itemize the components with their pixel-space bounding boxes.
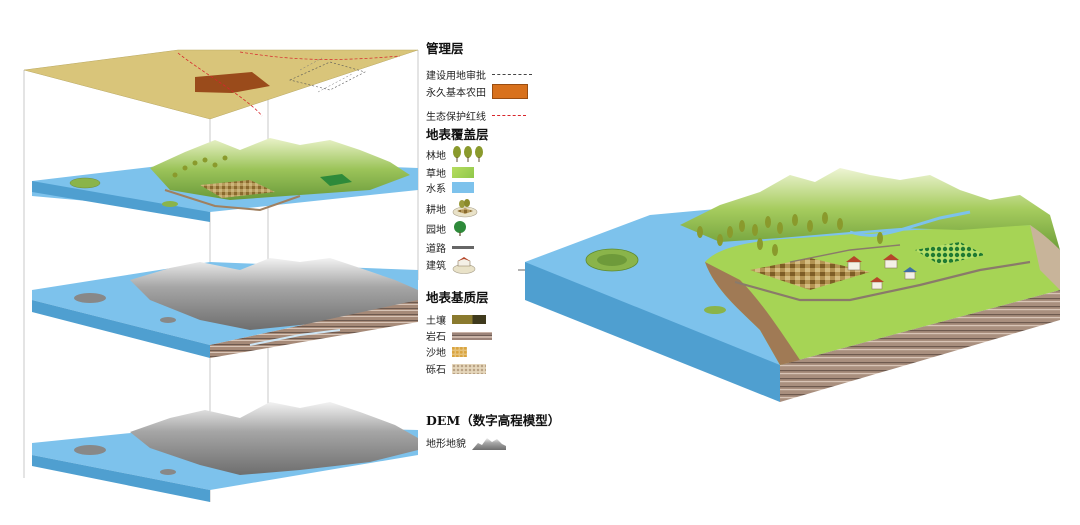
legend-item-ecological-redline: 生态保护红线 <box>426 108 526 123</box>
management-layer <box>23 49 419 120</box>
legend-item-water: 水系 <box>426 180 474 195</box>
orchard-icon <box>454 221 466 236</box>
construction-approval-line <box>289 61 366 91</box>
building-icon <box>452 257 476 274</box>
grass-swatch-icon <box>452 167 474 178</box>
dem-terrain <box>130 402 418 475</box>
layer-stack-diagram <box>23 49 419 502</box>
sand-texture-icon <box>452 346 467 357</box>
legend-item-forest: 林地 <box>426 146 488 162</box>
tree-icon <box>453 146 483 162</box>
surface-base-layer <box>32 258 418 358</box>
legend-item-soil: 土壤 <box>426 312 486 327</box>
scene-farmland <box>750 258 870 290</box>
legend-item-road: 道路 <box>426 240 474 255</box>
water-swatch-icon <box>452 182 474 193</box>
soil-texture-icon <box>452 315 486 324</box>
legend-item-rock: 岩石 <box>426 328 492 343</box>
dem-layer <box>32 402 418 502</box>
management-layer-title: 管理层 <box>426 41 464 56</box>
legend-item-permanent-farmland: 永久基本农田 <box>426 84 528 99</box>
orange-rect-icon <box>492 84 528 99</box>
legend-item-gravel: 砾石 <box>426 361 486 376</box>
base-terrain <box>130 258 418 330</box>
surface-base-title: 地表基质层 <box>426 290 489 305</box>
red-dashed-line-icon <box>492 115 526 116</box>
dashed-line-icon <box>492 74 532 75</box>
legend-item-grassland: 草地 <box>426 165 474 180</box>
gravel-texture-icon <box>452 363 486 374</box>
dem-title: DEM（数字高程模型） <box>426 413 561 428</box>
scene-strata-side <box>780 290 1060 402</box>
scene-trees <box>697 212 883 256</box>
cover-farmland <box>200 180 275 198</box>
legend-item-sand: 沙地 <box>426 344 467 359</box>
scene-mountains <box>680 168 1060 250</box>
scene-orchard <box>915 242 985 265</box>
ecological-redline <box>177 52 263 117</box>
permanent-farmland-area <box>195 72 270 93</box>
legend-item-building: 建筑 <box>426 254 476 274</box>
scene-water-slab <box>525 262 780 402</box>
composite-terrain-scene <box>525 168 1060 402</box>
rock-texture-icon <box>452 331 492 340</box>
scene-road <box>734 260 1031 302</box>
scene-cliff <box>705 262 800 365</box>
legend-item-farmland: 耕地 <box>426 198 478 218</box>
legend-item-orchard: 园地 <box>426 220 468 236</box>
road-line-icon <box>452 246 474 249</box>
farmland-icon <box>452 199 478 218</box>
cover-lake-island <box>69 177 101 189</box>
surface-cover-layer <box>32 138 418 222</box>
legend-panel: 管理层 建设用地审批 永久基本农田 生态保护红线 地表覆盖层 林地 草地 水系 … <box>410 0 560 525</box>
scene-buildings <box>846 254 917 290</box>
surface-cover-title: 地表覆盖层 <box>426 127 489 142</box>
parcel-line <box>299 57 353 93</box>
scene-land <box>705 225 1060 365</box>
scene-right-cliff <box>1030 225 1060 290</box>
scene-islet <box>704 306 726 314</box>
terrain-icon <box>472 437 506 450</box>
legend-item-terrain: 地形地貌 <box>426 435 506 450</box>
legend-item-construction-approval: 建设用地审批 <box>426 67 532 82</box>
ecological-redline-2 <box>239 51 401 60</box>
